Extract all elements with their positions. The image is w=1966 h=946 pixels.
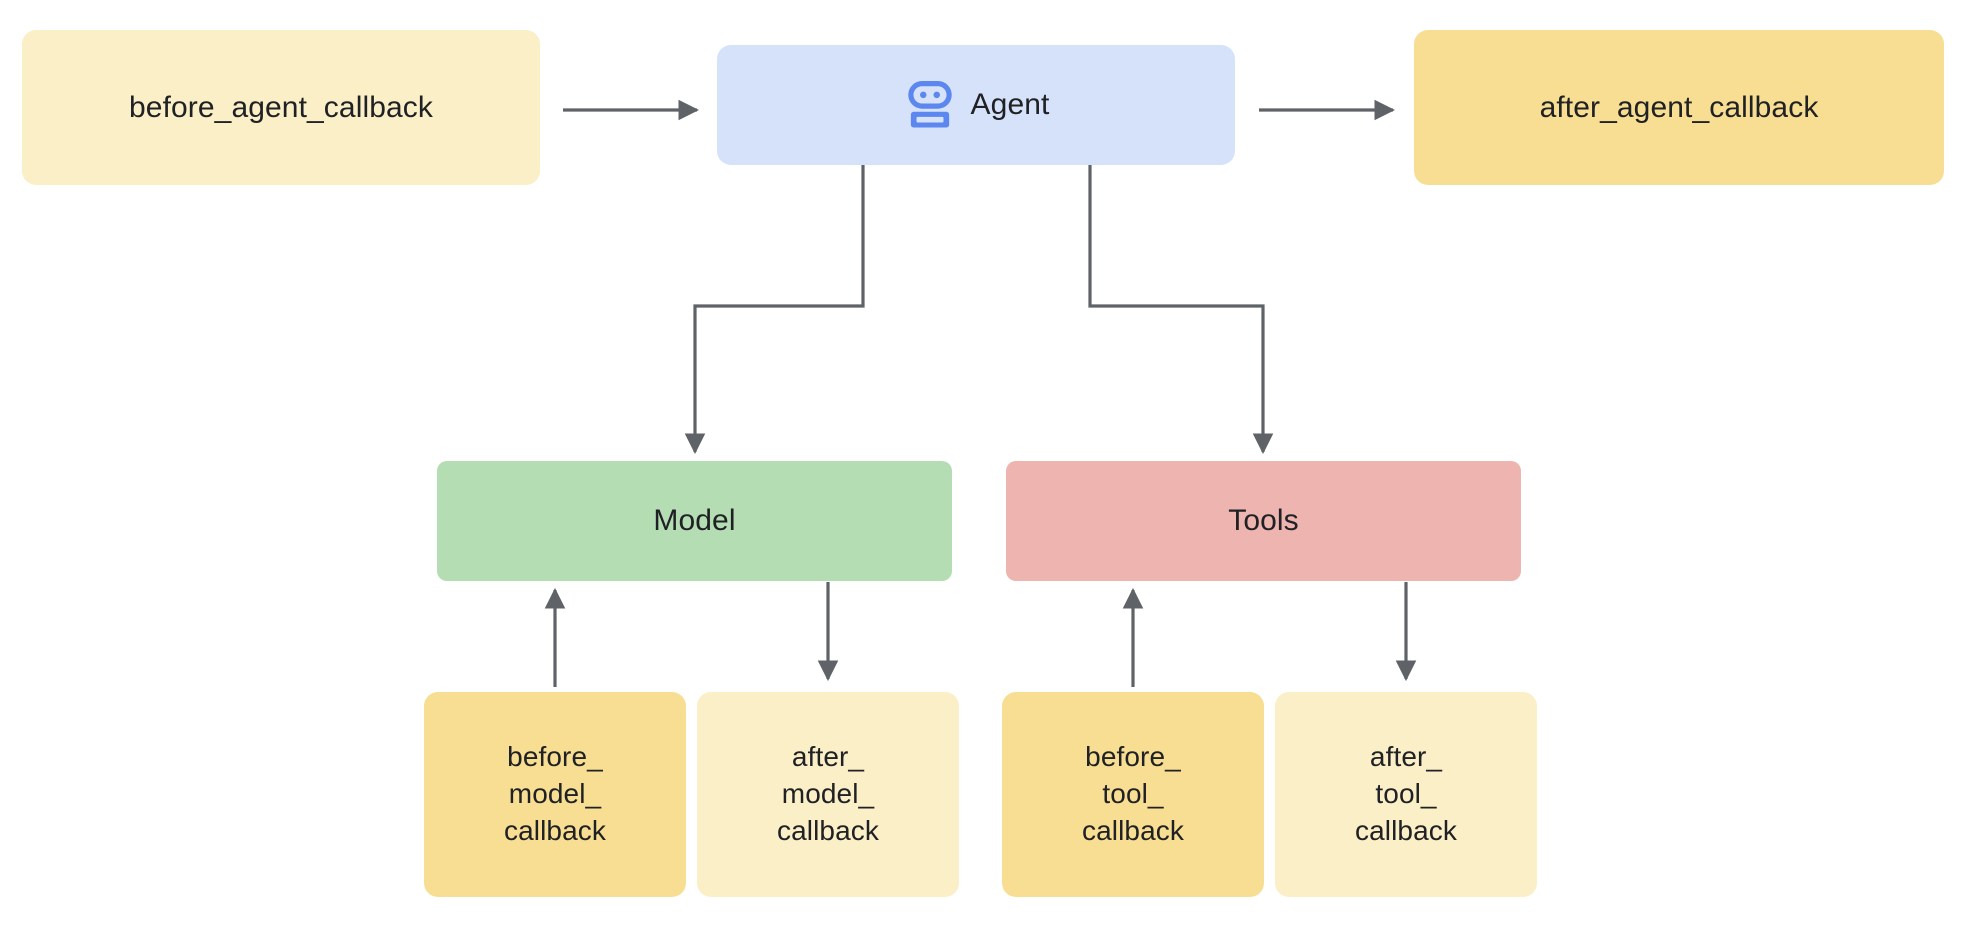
node-after-agent-callback[interactable]: after_agent_callback: [1414, 30, 1944, 185]
node-before-agent-callback-label: before_agent_callback: [129, 90, 433, 124]
node-before-agent-callback[interactable]: before_agent_callback: [22, 30, 540, 185]
node-after-model-callback-label: after_ model_ callback: [777, 741, 879, 846]
node-model-label: Model: [653, 504, 736, 538]
node-agent[interactable]: Agent: [717, 45, 1235, 165]
node-model[interactable]: Model: [437, 461, 952, 581]
node-after-tool-callback-label: after_ tool_ callback: [1355, 741, 1457, 846]
agent-content: Agent: [903, 78, 1050, 132]
edge-agent-to-tools: [1088, 165, 1274, 455]
edge-agent-to-model: [684, 165, 865, 455]
node-before-tool-callback-label: before_ tool_ callback: [1082, 741, 1184, 846]
node-before-model-callback-label: before_ model_ callback: [504, 741, 606, 846]
node-before-model-callback[interactable]: before_ model_ callback: [424, 692, 686, 897]
node-after-model-callback[interactable]: after_ model_ callback: [697, 692, 959, 897]
node-after-agent-callback-label: after_agent_callback: [1539, 90, 1819, 124]
node-tools-label: Tools: [1228, 504, 1299, 538]
robot-icon: [907, 81, 952, 128]
node-agent-label: Agent: [970, 88, 1050, 122]
node-before-tool-callback[interactable]: before_ tool_ callback: [1002, 692, 1264, 897]
node-tools[interactable]: Tools: [1006, 461, 1521, 581]
node-after-tool-callback[interactable]: after_ tool_ callback: [1275, 692, 1537, 897]
